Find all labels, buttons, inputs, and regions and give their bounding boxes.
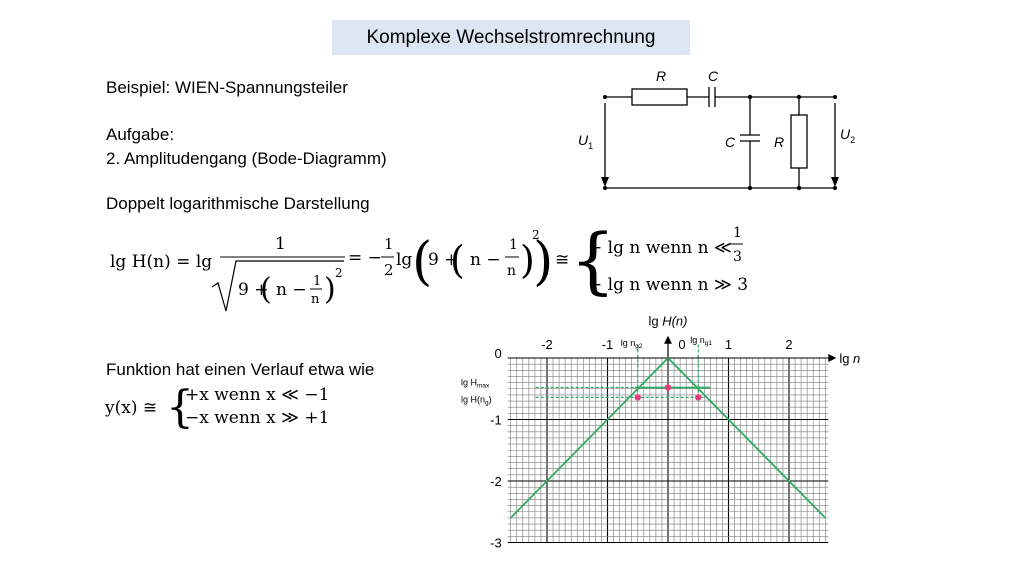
- y-lhs: y(x) ≅: [104, 398, 157, 418]
- function-intro: Funktion hat einen Verlauf etwa wie: [106, 360, 375, 379]
- chart-labels: -2 -1 0 1 2 0 -1 -2 -3 lg H(n) lg n lg Hmax lg H(ng)…: [461, 314, 860, 551]
- marker-point-0: [634, 394, 641, 401]
- case1-den: 3: [733, 249, 742, 265]
- chart-points: [634, 384, 702, 401]
- u1-arrow-icon: [601, 177, 609, 187]
- lg2: lg: [396, 250, 412, 270]
- half-num: 1: [384, 235, 394, 253]
- slide-title: Komplexe Wechselstromrechnung: [332, 20, 690, 55]
- formula-lhs: lg H(n) = lg: [110, 252, 212, 272]
- y-case2: −x wenn x ≫ +1: [185, 408, 329, 428]
- label-c-parallel: C: [725, 134, 736, 150]
- label-lg-ng2: lg ng2: [621, 338, 643, 350]
- representation-text: Doppelt logarithmische Darstellung: [106, 194, 370, 213]
- svg-text:(: (: [412, 232, 432, 292]
- den-exp: 2: [335, 266, 343, 280]
- half-den: 2: [384, 261, 394, 279]
- case2: − lg n wenn n ≫ 3: [588, 275, 748, 295]
- label-r-parallel: R: [774, 134, 784, 150]
- task-item: 2. Amplitudengang (Bode-Diagramm): [106, 149, 387, 168]
- parallel-resistor: [790, 114, 808, 169]
- formula-num: 1: [275, 234, 286, 254]
- inner-frac-den: n: [507, 263, 516, 279]
- y-tick-label: 0: [494, 346, 501, 361]
- marker-point-2: [695, 394, 702, 401]
- label-lg-hng: lg H(ng): [461, 394, 492, 406]
- formula-eq2: = −: [348, 248, 382, 268]
- label-u2: U2: [840, 126, 855, 145]
- y-tick-label: -1: [490, 413, 502, 428]
- x-axis-label: lg n: [839, 351, 860, 366]
- svg-text:2: 2: [532, 228, 540, 242]
- svg-text:): ): [533, 232, 553, 292]
- case1-num: 1: [733, 225, 742, 241]
- x-axis-arrow-icon: [828, 354, 837, 362]
- case1: + lg n wenn n ≪: [588, 238, 732, 258]
- wien-circuit: R C C R U1 U2: [578, 68, 855, 191]
- series-resistor: [631, 88, 688, 106]
- svg-text:{: {: [166, 382, 194, 433]
- label-lg-hmax: lg Hmax: [461, 378, 490, 390]
- y-tick-label: -3: [490, 536, 502, 551]
- den-frac-den: n: [311, 292, 320, 307]
- label-lg-ng1: lg ng1: [690, 335, 712, 347]
- y-tick-label: -2: [490, 474, 502, 489]
- chart-grid: [507, 335, 837, 544]
- asymptote-line-0: [510, 357, 669, 519]
- label-r-series: R: [656, 68, 666, 84]
- inner-frac-num: 1: [509, 237, 518, 253]
- chart-title: lg H(n): [648, 314, 687, 329]
- svg-text:(: (: [450, 238, 465, 282]
- x-tick-label: 2: [785, 337, 792, 352]
- svg-text:(: (: [260, 272, 272, 307]
- y-axis-arrow-icon: [664, 335, 672, 344]
- task-label: Aufgabe:: [106, 125, 175, 144]
- asymptote-line-1: [667, 357, 826, 519]
- approx-sign: ≅: [555, 250, 569, 270]
- svg-text:): ): [520, 238, 535, 282]
- den-frac-num: 1: [313, 274, 321, 289]
- chart-curve: [510, 357, 826, 519]
- formula-den-b: n −: [276, 280, 307, 300]
- slide-title-text: Komplexe Wechselstromrechnung: [366, 26, 656, 48]
- inner-b: n −: [470, 250, 501, 270]
- main-formula: lg H(n) = lg 1 9 + ( n − 1 n ) 2 = − 1 2…: [110, 218, 748, 312]
- x-tick-label: 0: [678, 337, 685, 352]
- x-tick-label: 1: [725, 337, 732, 352]
- bode-chart: -2 -1 0 1 2 0 -1 -2 -3 lg H(n) lg n lg Hmax lg H(ng)…: [461, 314, 860, 551]
- y-formula: y(x) ≅ { +x wenn x ≪ −1 −x wenn x ≫ +1: [104, 382, 329, 433]
- formula-den-a: 9 +: [238, 280, 268, 300]
- example-heading: Beispiel: WIEN-Spannungsteiler: [106, 78, 348, 97]
- x-tick-label: -2: [541, 337, 553, 352]
- svg-text:{: {: [570, 218, 616, 302]
- x-tick-label: -1: [602, 337, 614, 352]
- u2-arrow-icon: [831, 177, 839, 187]
- chart-guides: [535, 344, 711, 398]
- label-u1: U1: [578, 132, 593, 151]
- marker-point-1: [664, 384, 672, 391]
- inner-a: 9 +: [428, 250, 458, 270]
- label-c-series: C: [708, 68, 719, 84]
- y-case1: +x wenn x ≪ −1: [185, 385, 329, 405]
- svg-text:): ): [324, 272, 336, 307]
